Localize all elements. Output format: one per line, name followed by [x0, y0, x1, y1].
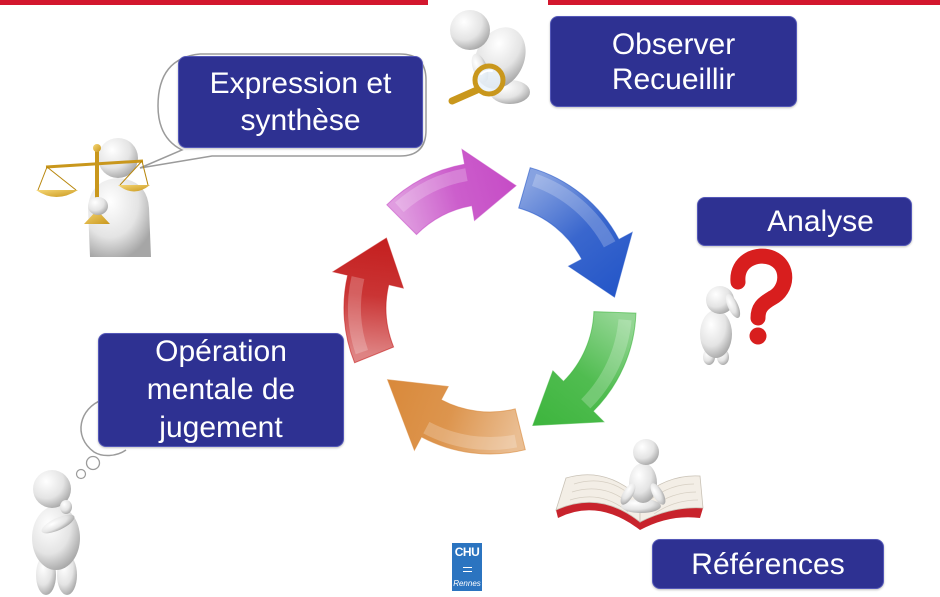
cycle-arrow-orange-shine: [423, 421, 518, 451]
label-analyse: Analyse: [697, 197, 912, 246]
cycle-arrow-red: [331, 237, 405, 364]
label-observer-recueillir: Observer Recueillir: [550, 16, 797, 107]
label-line: Recueillir: [611, 62, 736, 96]
cycle-arrows: [331, 148, 637, 455]
label-operation-mentale: Opération mentale de jugement: [98, 333, 344, 447]
thought-bubble-dot: [85, 455, 101, 471]
label-expression-synthese: Expression et synthèse: [178, 56, 423, 148]
scales-icon: [36, 144, 150, 224]
cycle-arrow-green-shine: [581, 319, 632, 409]
cycle-arrow-blue: [518, 167, 633, 298]
question-person-figure: [700, 248, 793, 365]
thought-bubble-dot: [75, 468, 87, 480]
label-line: Observer: [611, 27, 736, 61]
cycle-arrow-blue-shine: [532, 173, 616, 248]
label-line: Expression et: [209, 67, 392, 100]
label-line: mentale de: [146, 373, 296, 406]
label-line: jugement: [159, 411, 283, 444]
scales-person-figure: [36, 138, 151, 257]
label-line: Références: [691, 547, 845, 581]
reading-person-figure: [555, 439, 704, 530]
cycle-arrow-pink-shine: [395, 168, 468, 213]
cycle-arrow-orange: [386, 379, 526, 455]
chu-rennes-logo: CHU Rennes: [452, 543, 482, 591]
question-mark-icon: [730, 248, 793, 345]
label-line: Analyse: [767, 205, 874, 238]
cycle-arrow-green: [532, 311, 637, 427]
cycle-arrow-red-shine: [347, 276, 368, 355]
logo-chu-text: CHU: [454, 545, 480, 559]
magnifying-glass-icon: [448, 63, 506, 105]
cycle-arrow-pink: [386, 148, 517, 236]
logo-separator: [462, 566, 472, 572]
top-bar-right: [548, 0, 940, 5]
logo-rennes-text: Rennes: [453, 579, 481, 588]
magnifier-person-figure: [448, 10, 530, 105]
label-line: Opération: [155, 335, 287, 368]
thinking-person-figure: [32, 470, 80, 595]
label-references: Références: [652, 539, 884, 589]
top-bar-left: [0, 0, 428, 5]
label-line: synthèse: [240, 104, 361, 137]
